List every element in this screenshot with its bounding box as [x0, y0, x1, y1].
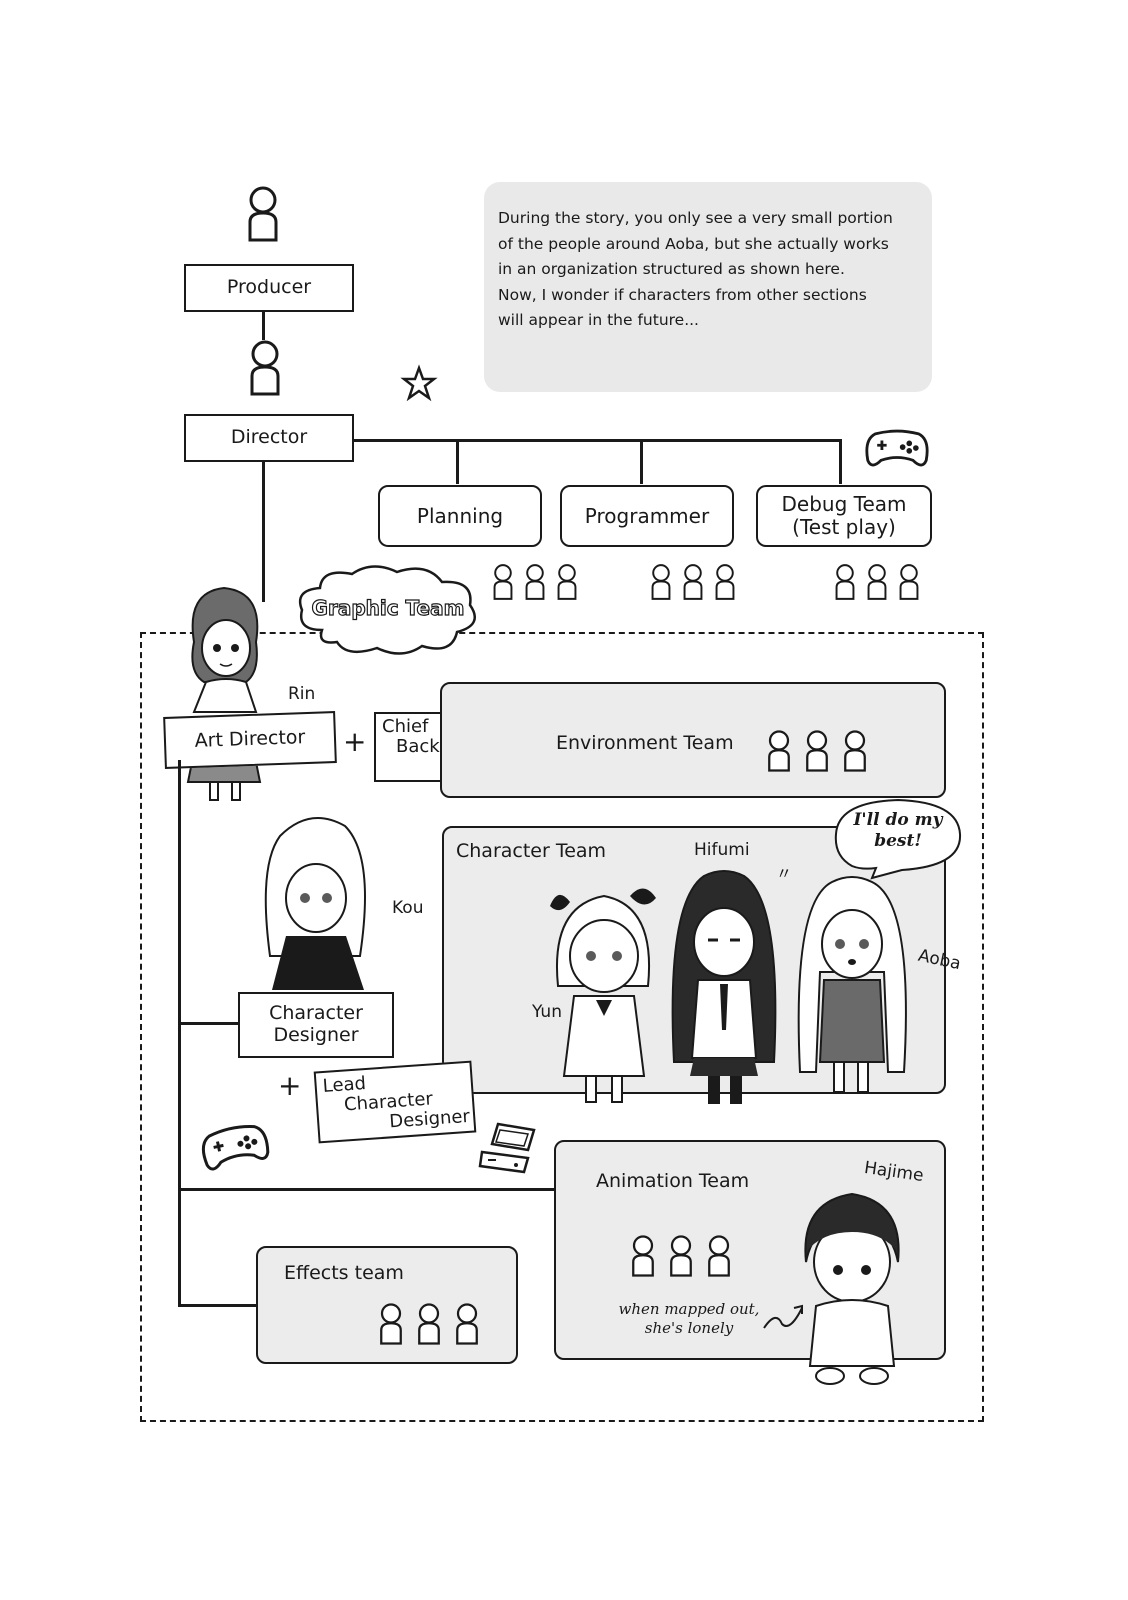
connector — [640, 439, 643, 484]
note-line: Now, I wonder if characters from other s… — [498, 285, 867, 304]
kou-character — [264, 817, 366, 990]
connector — [262, 462, 265, 602]
connector — [178, 1188, 554, 1191]
programmer-box: Programmer — [560, 485, 734, 547]
person-icon — [648, 558, 674, 606]
person-icon — [243, 186, 283, 242]
note-line: will appear in the future... — [498, 311, 699, 329]
environment-team-label: Environment Team — [556, 732, 734, 754]
character-team-label: Character Team — [456, 840, 607, 862]
programmer-label: Programmer — [584, 503, 710, 528]
hifumi-character — [671, 870, 777, 1104]
producer-label: Producer — [226, 276, 312, 299]
lead-character-designer-box: Lead Character Designer — [313, 1060, 477, 1144]
designer-label: Designer — [273, 1024, 359, 1046]
arrow-icon — [763, 1304, 803, 1329]
gamepad-icon — [864, 428, 930, 470]
person-icon — [864, 558, 890, 606]
director-box: Director — [184, 414, 354, 462]
person-icon — [712, 558, 738, 606]
rin-name: Rin — [288, 684, 316, 704]
person-icon — [802, 724, 832, 778]
connector — [178, 1022, 238, 1025]
speech-line: I'll do my — [853, 810, 943, 830]
art-director-box: Art Director — [163, 711, 337, 769]
graphic-team-title: Graphic Team — [311, 595, 465, 620]
hajime-character — [804, 1192, 900, 1385]
sweat-mark: 〃 — [776, 864, 793, 883]
caption-line: when mapped out, — [618, 1300, 760, 1318]
character-designer-box: Character Designer — [238, 992, 394, 1058]
lonely-caption: when mapped out, she's lonely — [604, 1300, 774, 1338]
person-icon — [666, 1228, 696, 1284]
note-line: in an organization structured as shown h… — [498, 260, 845, 278]
debug-team-box: Debug Team (Test play) — [756, 485, 932, 547]
person-icon — [452, 1296, 482, 1352]
handheld-console-icon — [478, 1122, 536, 1174]
hifumi-name: Hifumi — [694, 840, 750, 860]
person-icon — [840, 724, 870, 778]
plus-sign: + — [343, 725, 367, 758]
person-icon — [490, 558, 516, 606]
caption-line: she's lonely — [644, 1318, 734, 1337]
debug-team-label: Debug Team — [781, 492, 907, 516]
person-icon — [554, 558, 580, 606]
person-icon — [245, 340, 285, 396]
connector — [839, 439, 842, 484]
connector — [456, 439, 459, 484]
person-icon — [522, 558, 548, 606]
yun-character — [550, 888, 656, 1103]
note-box: During the story, you only see a very sm… — [484, 182, 932, 392]
plus-sign: + — [278, 1069, 302, 1102]
rin-character — [186, 586, 262, 801]
note-line: of the people around Aoba, but she actua… — [498, 234, 889, 253]
person-icon — [628, 1228, 658, 1284]
aoba-character — [797, 876, 907, 1093]
chief-label: Chief — [382, 716, 429, 737]
art-director-label: Art Director — [194, 726, 306, 753]
planning-box: Planning — [378, 485, 542, 547]
person-icon — [764, 724, 794, 778]
director-label: Director — [230, 426, 308, 449]
connector — [262, 312, 265, 340]
connector — [178, 760, 181, 1306]
speech-bubble-shape — [834, 798, 962, 880]
person-icon — [832, 558, 858, 606]
person-icon — [704, 1228, 734, 1284]
person-icon — [680, 558, 706, 606]
debug-team-sublabel: (Test play) — [792, 515, 896, 539]
person-icon — [414, 1296, 444, 1352]
speech-text: I'll do my best! — [840, 810, 956, 853]
graphic-team-frame — [140, 632, 984, 1422]
producer-box: Producer — [184, 264, 354, 312]
yun-name: Yun — [532, 1002, 562, 1022]
kou-name: Kou — [392, 898, 424, 918]
effects-team-label: Effects team — [284, 1262, 404, 1284]
star-icon — [400, 364, 438, 402]
speech-line: best! — [874, 831, 922, 852]
connector — [178, 1304, 258, 1307]
person-icon — [896, 558, 922, 606]
character-label: Character — [269, 1002, 363, 1025]
animation-team-label: Animation Team — [596, 1170, 750, 1192]
connector — [354, 439, 842, 442]
note-line: During the story, you only see a very sm… — [498, 209, 893, 227]
person-icon — [376, 1296, 406, 1352]
planning-label: Planning — [416, 503, 504, 528]
cloud-label-shape — [298, 565, 476, 655]
